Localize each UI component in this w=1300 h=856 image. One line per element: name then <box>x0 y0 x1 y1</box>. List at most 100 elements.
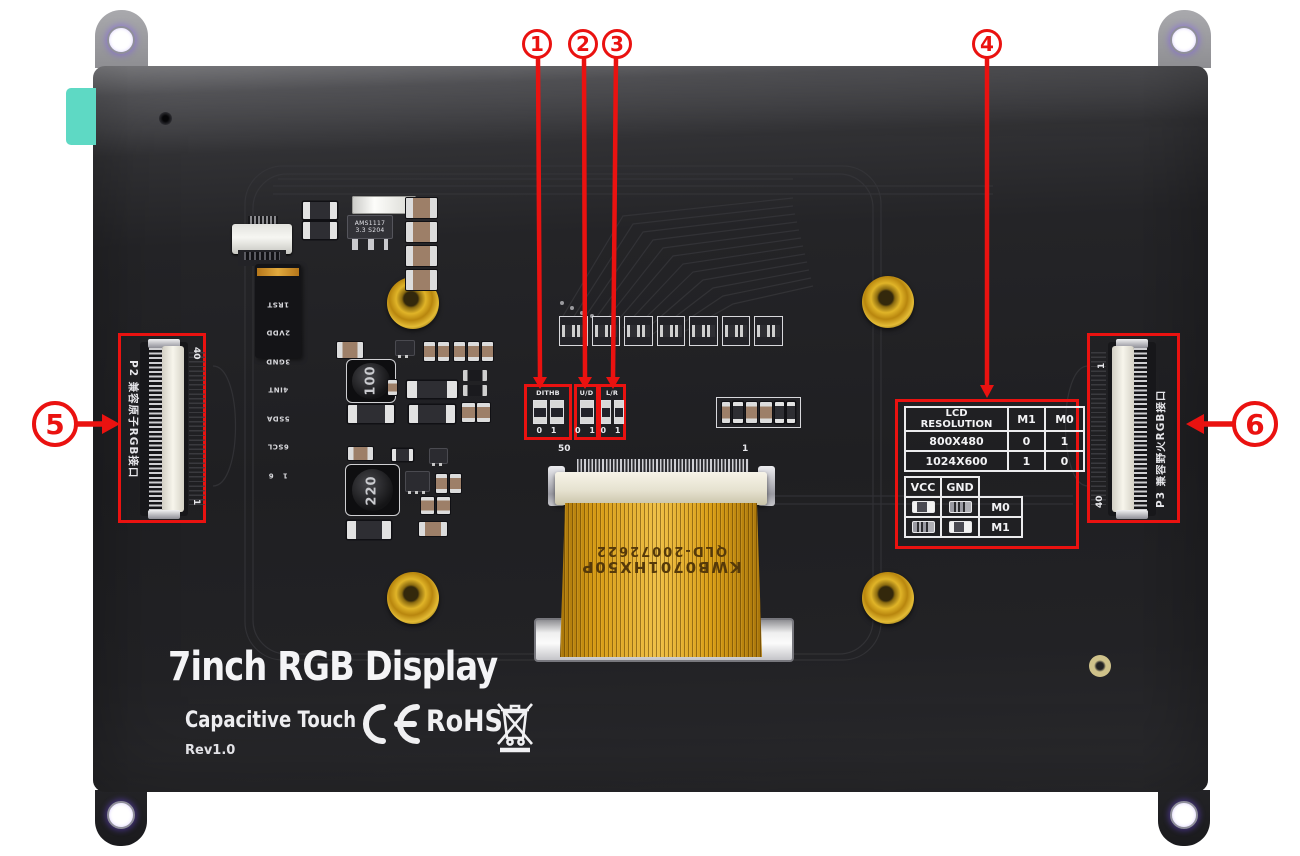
table-header-row: LCD RESOLUTION M1 M0 <box>904 406 1085 432</box>
smd-component <box>406 198 437 218</box>
arrowheads <box>102 377 1204 434</box>
regulator-marking: 3.3 S204 <box>355 227 385 234</box>
gnd-header: GND <box>940 476 980 498</box>
smd-component <box>437 497 450 514</box>
smd-component <box>407 381 457 398</box>
smd-component <box>745 402 757 423</box>
smd-component <box>786 402 795 423</box>
smd-component <box>395 340 415 358</box>
table-row: M1 <box>904 516 1023 538</box>
gold-standoff <box>387 572 439 624</box>
m0-cell: 0 <box>1044 450 1085 472</box>
connector-comb <box>1134 348 1147 510</box>
teal-pull-tab <box>66 88 96 145</box>
smd-component <box>721 316 751 346</box>
m1-label: M1 <box>978 516 1023 538</box>
trace-pattern <box>212 165 1089 661</box>
jumper-pad <box>532 399 547 424</box>
callout-number-4: 4 <box>980 32 994 56</box>
m0-vcc-jumper <box>904 496 942 518</box>
jumper-pad <box>549 399 564 424</box>
mount-hole <box>107 801 135 829</box>
smd-component <box>482 342 493 361</box>
smd-component <box>656 316 686 346</box>
p3-fpc-connector <box>1108 339 1156 519</box>
smd-component <box>462 403 475 422</box>
weee-bin-icon <box>497 703 533 753</box>
smd-component <box>463 385 487 396</box>
power-inductor: 100 <box>346 359 396 403</box>
smd-component <box>419 522 447 536</box>
smd-component <box>450 474 461 493</box>
lcd-connector-pins <box>577 459 749 476</box>
m1-cell: 0 <box>1007 430 1046 452</box>
m1-vcc-jumper <box>904 516 942 538</box>
p2-fanout-traces <box>189 352 205 508</box>
connector-comb <box>244 252 280 260</box>
smd-component <box>409 405 455 423</box>
gold-standoff <box>862 572 914 624</box>
callout-number-5: 5 <box>45 408 64 441</box>
smd-component <box>733 402 743 423</box>
lcd-pin50-label: 50 <box>558 444 571 454</box>
table-row: 1024X600 1 0 <box>904 450 1085 472</box>
smd-component <box>421 497 434 514</box>
jumper-populated-icon <box>948 521 972 533</box>
jumper-pads <box>532 399 564 424</box>
connector-metal-cap <box>1116 510 1148 519</box>
m1-cell: 1 <box>1007 450 1046 472</box>
mount-ear-bottom-left <box>95 790 147 846</box>
smd-component <box>347 521 391 539</box>
table-row: 800X480 0 1 <box>904 430 1085 452</box>
m0-gnd-jumper <box>940 496 980 518</box>
smd-component <box>406 246 437 266</box>
jumper-pad <box>579 399 594 424</box>
smd-component <box>348 447 373 460</box>
smd-component <box>436 474 447 493</box>
col-header: LCD RESOLUTION <box>904 406 1009 432</box>
smd-component <box>303 222 337 239</box>
mount-ear-bottom-right <box>1158 790 1210 846</box>
table-header-row: VCC GND <box>904 476 1022 498</box>
lcd-fpc-connector <box>555 472 767 505</box>
jumper-populated-icon <box>911 501 935 513</box>
connector-actuator <box>1112 346 1134 512</box>
callout-number-1: 1 <box>530 32 544 56</box>
product-subtitle: Capacitive Touch <box>185 708 357 733</box>
p3-highlight-box <box>1087 333 1180 523</box>
touch-fpc-connector <box>232 224 292 254</box>
jumper-label: U/D <box>579 389 594 397</box>
resolution-cell: 1024X600 <box>904 450 1009 472</box>
smd-component <box>454 342 465 361</box>
regulator-legs <box>352 239 388 250</box>
lcd-ribbon-cable: KWB0701HX50P QLD-20072622 <box>560 503 762 657</box>
col-header: M1 <box>1007 406 1046 432</box>
smd-component <box>722 402 731 423</box>
m1-gnd-jumper <box>940 516 980 538</box>
mount-ear-top-left <box>95 10 148 68</box>
callout-number-2: 2 <box>576 32 590 56</box>
jumper-positions: 0 1 <box>575 426 598 435</box>
jumper-pad <box>613 399 624 424</box>
smd-component <box>429 448 448 466</box>
table-row: M0 <box>904 496 1023 518</box>
touch-ribbon-cable: 1 6 6SCL 5SDA 4INT 3GND 2VDD 1RST <box>255 264 301 480</box>
callout-circle-4 <box>972 29 1002 59</box>
pad-hole-gold <box>1089 655 1111 677</box>
mount-hole <box>1170 26 1198 54</box>
smd-component <box>468 342 479 361</box>
jumper-positions: 0 1 <box>600 426 624 435</box>
smd-component <box>337 342 363 358</box>
p2-fpc-connector <box>140 339 188 519</box>
rohs-mark: RoHS <box>426 704 503 738</box>
lcd-pin1-label: 1 <box>742 444 749 454</box>
strap-jumper-table: VCC GND M0 M1 <box>904 476 1023 538</box>
smd-component <box>463 370 487 381</box>
m0-cell: 1 <box>1044 430 1085 452</box>
smd-component <box>348 405 394 423</box>
ce-mark <box>363 704 420 744</box>
capacitor-group <box>716 397 801 428</box>
smd-component <box>438 342 449 361</box>
mount-hole <box>1170 801 1198 829</box>
screw-hole-small <box>159 112 172 125</box>
